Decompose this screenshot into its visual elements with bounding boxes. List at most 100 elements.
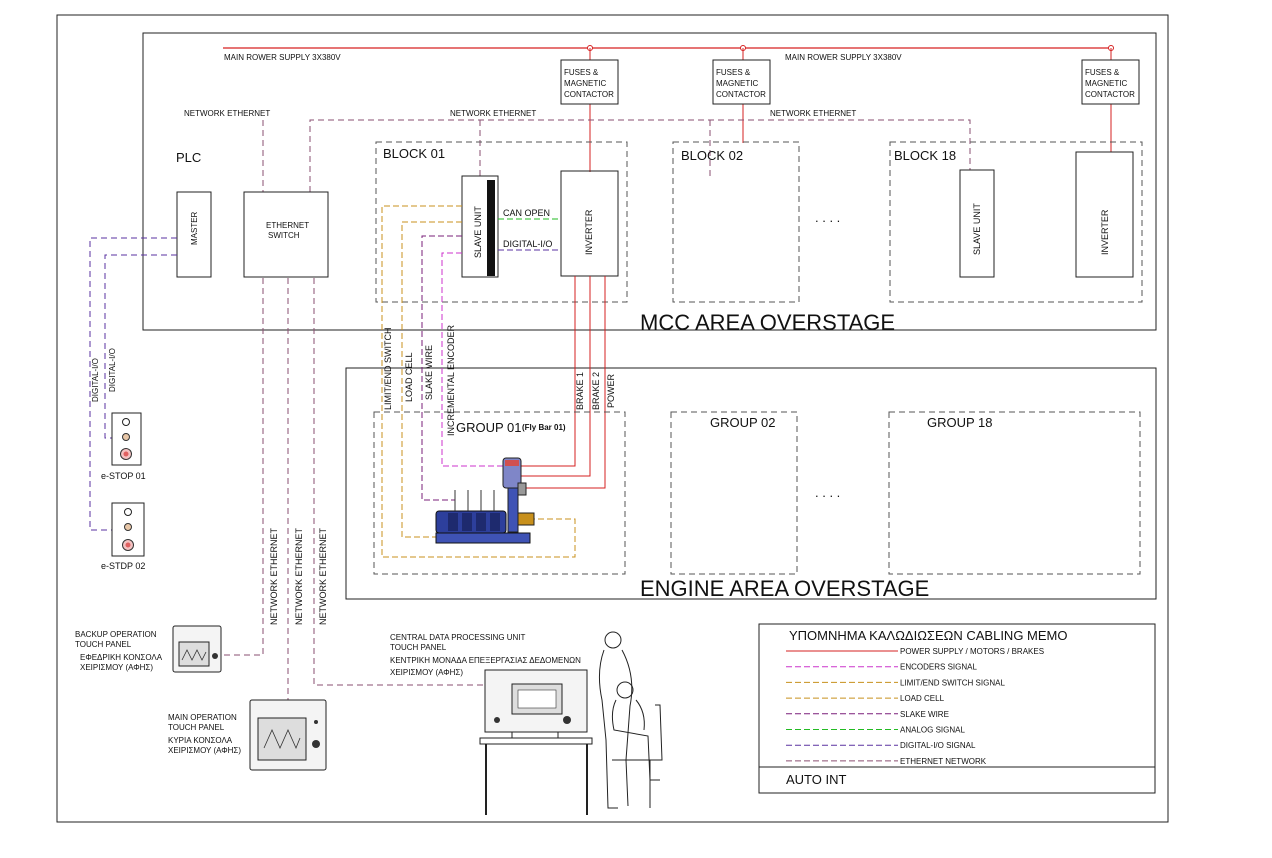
main-power-label-right: MAIN ROWER SUPPLY 3X380V bbox=[785, 53, 902, 62]
network-label-left: NETWORK ETHERNET bbox=[184, 109, 270, 118]
hoist-motor-icon bbox=[435, 457, 535, 544]
group-01-label: GROUP 01 bbox=[456, 420, 522, 435]
digital-io-label-a: DIGITAL-I/O bbox=[91, 358, 100, 402]
cable-runs bbox=[381, 205, 606, 558]
block-ellipsis: . . . . bbox=[815, 210, 840, 225]
svg-text:MAGNETIC: MAGNETIC bbox=[716, 79, 758, 88]
estop-02 bbox=[111, 502, 145, 557]
fuses-contactor-1: FUSES & MAGNETIC CONTACTOR bbox=[560, 59, 619, 105]
drawing-frame bbox=[56, 14, 1169, 823]
cable-label-load: LOAD CELL bbox=[404, 352, 414, 402]
fuses-contactor-3: FUSES & MAGNETIC CONTACTOR bbox=[1081, 59, 1140, 105]
slave-unit-label: SLAVE UNIT bbox=[473, 206, 483, 258]
can-open-label: CAN OPEN bbox=[503, 208, 550, 218]
inverter-18-label: INVERTER bbox=[1100, 209, 1110, 255]
mcc-area-title: MCC AREA OVERSTAGE bbox=[640, 310, 895, 335]
master-label: MASTER bbox=[190, 211, 199, 245]
central-unit-desk-icon bbox=[479, 669, 593, 815]
legend-item-label: SLAKE WIRE bbox=[900, 710, 949, 719]
group-ellipsis: . . . . bbox=[815, 485, 840, 500]
block-01-frame bbox=[375, 141, 628, 303]
engine-area-title: ENGINE AREA OVERSTAGE bbox=[640, 576, 929, 601]
main-power-line bbox=[223, 45, 1114, 172]
legend-item-label: LOAD CELL bbox=[900, 694, 945, 703]
digital-io-lines bbox=[89, 237, 177, 531]
ethernet-switch-box bbox=[243, 191, 329, 278]
backup-panel-line4: ΧΕΙΡΙΣΜΟΥ (ΑΦΗΣ) bbox=[80, 663, 153, 672]
ethernet-switch-label-1: ETHERNET bbox=[266, 221, 309, 230]
slave-unit-18-box bbox=[959, 169, 995, 278]
network-label-mid: NETWORK ETHERNET bbox=[450, 109, 536, 118]
cable-label-encoder: INCREMENTAL ENCODER bbox=[446, 324, 456, 436]
network-label-right: NETWORK ETHERNET bbox=[770, 109, 856, 118]
svg-text:CONTACTOR: CONTACTOR bbox=[1085, 90, 1135, 99]
backup-touch-panel-icon bbox=[172, 625, 222, 673]
cable-label-power: POWER bbox=[606, 373, 616, 408]
legend-item-label: ANALOG SIGNAL bbox=[900, 726, 965, 735]
central-unit-line4: ΧΕΙΡΙΣΜΟΥ (ΑΦΗΣ) bbox=[390, 668, 463, 677]
main-panel-line4: ΧΕΙΡΙΣΜΟΥ (ΑΦΗΣ) bbox=[168, 746, 241, 755]
backup-panel-line2: TOUCH PANEL bbox=[75, 640, 132, 649]
main-panel-line1: MAIN OPERATION bbox=[168, 713, 237, 722]
group-01-frame bbox=[373, 411, 626, 575]
slave-unit-connector bbox=[487, 180, 495, 276]
estop-01 bbox=[111, 412, 142, 466]
fuses-contactor-2: FUSES & MAGNETIC CONTACTOR bbox=[712, 59, 771, 105]
ethernet-network bbox=[220, 119, 971, 700]
slave-unit-box bbox=[461, 175, 499, 278]
network-vertical-label-3: NETWORK ETHERNET bbox=[318, 527, 328, 625]
central-unit-line1: CENTRAL DATA PROCESSING UNIT bbox=[390, 633, 526, 642]
legend-item-label: ENCODERS SIGNAL bbox=[900, 663, 977, 672]
master-box bbox=[176, 191, 212, 278]
estop-02-label: e-STDP 02 bbox=[101, 561, 145, 571]
svg-text:CONTACTOR: CONTACTOR bbox=[716, 90, 766, 99]
backup-panel-line3: ΕΦΕΔΡΙΚΗ ΚΟΝΣΟΛΑ bbox=[80, 653, 163, 662]
inverter-label: INVERTER bbox=[584, 209, 594, 255]
block-18-label: BLOCK 18 bbox=[894, 148, 956, 163]
block-01-label: BLOCK 01 bbox=[383, 146, 445, 161]
plc-title: PLC bbox=[176, 150, 201, 165]
main-panel-line2: TOUCH PANEL bbox=[168, 723, 225, 732]
svg-text:MAGNETIC: MAGNETIC bbox=[564, 79, 606, 88]
legend-item-label: LIMIT/END SWITCH SIGNAL bbox=[900, 678, 1005, 687]
backup-panel-line1: BACKUP OPERATION bbox=[75, 630, 157, 639]
block-18-frame bbox=[889, 141, 1143, 303]
main-panel-line3: ΚΥΡΙΑ ΚΟΝΣΟΛΑ bbox=[168, 736, 233, 745]
digital-io-label-b: DIGITAL-I/O bbox=[108, 348, 117, 392]
central-unit-line3: ΚΕΝΤΡΙΚΗ ΜΟΝΑΔΑ ΕΠΕΞΕΡΓΑΣΙΑΣ ΔΕΔΟΜΕΝΩΝ bbox=[390, 656, 581, 665]
legend-item-label: POWER SUPPLY / MOTORS / BRAKES bbox=[900, 647, 1044, 656]
cable-label-slake: SLAKE WIRE bbox=[424, 345, 434, 400]
slave-unit-18-label: SLAVE UNIT bbox=[972, 203, 982, 255]
network-vertical-label-1: NETWORK ETHERNET bbox=[269, 527, 279, 625]
engine-area-frame bbox=[345, 367, 1157, 600]
block-02-frame bbox=[672, 141, 800, 303]
svg-text:FUSES &: FUSES & bbox=[564, 68, 599, 77]
inverter-18-box bbox=[1075, 151, 1134, 278]
cable-label-brake1: BRAKE 1 bbox=[575, 372, 585, 410]
central-unit-line2: TOUCH PANEL bbox=[390, 643, 447, 652]
legend-items: POWER SUPPLY / MOTORS / BRAKES ENCODERS S… bbox=[786, 647, 1044, 766]
group-01-sublabel: (Fly Bar 01) bbox=[522, 423, 566, 432]
svg-text:FUSES &: FUSES & bbox=[716, 68, 751, 77]
cable-label-brake2: BRAKE 2 bbox=[591, 372, 601, 410]
operator-figures-icon bbox=[598, 631, 663, 809]
mcc-area-frame bbox=[142, 32, 1157, 331]
group-18-label: GROUP 18 bbox=[927, 415, 993, 430]
legend-title: ΥΠΟΜΝΗΜΑ ΚΑΛΩΔΙΩΣΕΩΝ CABLING MEMO bbox=[789, 628, 1067, 643]
group-02-frame bbox=[670, 411, 798, 575]
main-power-label-left: MAIN ROWER SUPPLY 3X380V bbox=[224, 53, 341, 62]
svg-text:CONTACTOR: CONTACTOR bbox=[564, 90, 614, 99]
block-02-label: BLOCK 02 bbox=[681, 148, 743, 163]
main-touch-panel-icon bbox=[249, 699, 327, 771]
legend-frame bbox=[758, 623, 1156, 794]
cable-label-limit: LIMIT/END SWITCH bbox=[383, 328, 393, 411]
legend-footer: AUTO INT bbox=[786, 772, 846, 787]
legend-item-label: ETHERNET NETWORK bbox=[900, 757, 987, 766]
ethernet-switch-label-2: SWITCH bbox=[268, 231, 300, 240]
legend-item-label: DIGITAL-I/O SIGNAL bbox=[900, 741, 976, 750]
group-18-frame bbox=[888, 411, 1141, 575]
svg-text:FUSES &: FUSES & bbox=[1085, 68, 1120, 77]
estop-01-label: e-STOP 01 bbox=[101, 471, 146, 481]
